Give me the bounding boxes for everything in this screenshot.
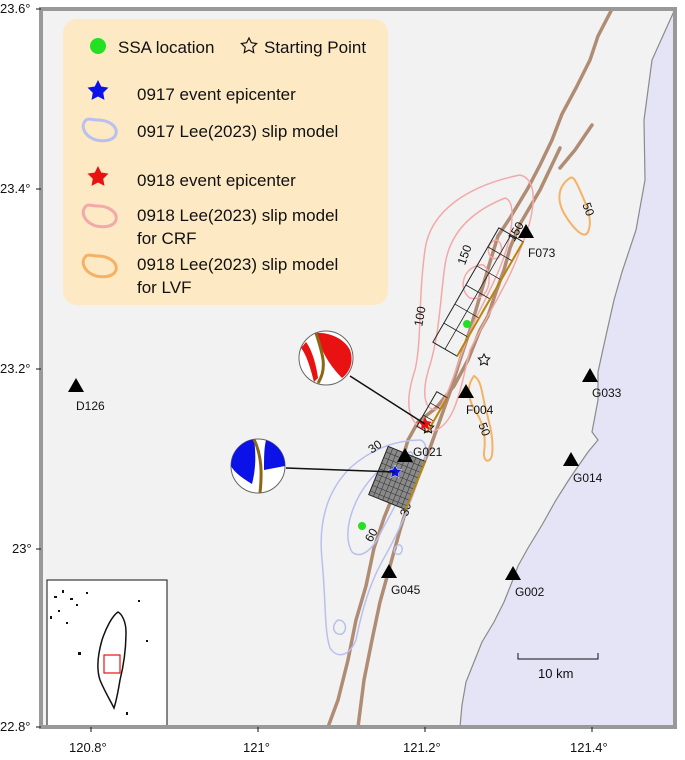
station-triangle-g033 [582, 368, 598, 382]
focal-mechanism-0917 [230, 438, 286, 494]
lon-label-121-2: 121.2° [403, 740, 441, 755]
lon-label-121: 121° [243, 740, 270, 755]
ssa-location-dot [463, 320, 471, 328]
legend-0918-lvf-slip-label-2: for LVF [137, 278, 191, 297]
legend-0918-crf-slip-label-1: 0918 Lee(2023) slip model [137, 206, 338, 225]
legend-0918-lvf-slip-label-1: 0918 Lee(2023) slip model [137, 255, 338, 274]
contour-labels: 150 150 100 50 50 30 30 60 [362, 201, 597, 545]
fault-plane-grid-0918 [432, 227, 524, 357]
contour-label-150b: 150 [455, 243, 475, 267]
slip-contours-0918-lvf [468, 176, 591, 462]
focal-connector-0917 [285, 467, 396, 473]
legend-0918-epicenter-label: 0918 event epicenter [137, 171, 296, 190]
inset-study-area-box [103, 654, 121, 674]
station-triangle-f073 [518, 224, 534, 238]
inset-taiwan-outline [97, 611, 127, 710]
starting-point-star [477, 352, 491, 366]
station-label-g021: G021 [413, 445, 443, 459]
legend-0917-slip-label: 0917 Lee(2023) slip model [137, 122, 338, 141]
sea-area [459, 8, 676, 728]
lat-label-23-4: 23.4° [0, 181, 31, 196]
legend-starting-point-icon [240, 36, 258, 54]
lon-label-120-8: 120.8° [69, 740, 107, 755]
map-frame [39, 7, 677, 729]
station-triangle-g021 [397, 448, 413, 462]
scale-bar: 10 km [517, 653, 599, 681]
station-triangle-d126 [68, 378, 84, 392]
legend-0917-epicenter-icon [87, 80, 109, 100]
legend-0918-crf-slip-label-2: for CRF [137, 229, 197, 248]
focal-mechanism-0918 [298, 330, 354, 386]
legend-0917-epicenter-label: 0917 event epicenter [137, 85, 296, 104]
legend-0918-crf-slip-icon [81, 203, 118, 229]
lat-label-23-2: 23.2° [0, 361, 31, 376]
legend-starting-point-label: Starting Point [264, 38, 366, 57]
station-triangle-g002 [505, 566, 521, 580]
axis-ticks [36, 8, 593, 732]
lon-label-121-4: 121.4° [570, 740, 608, 755]
station-label-g033: G033 [592, 386, 622, 400]
legend-0918-epicenter-icon [87, 166, 109, 186]
lat-label-23-6: 23.6° [0, 1, 31, 16]
station-label-f004: F004 [466, 403, 494, 417]
lat-label-23: 23° [12, 541, 32, 556]
station-label-d126: D126 [76, 399, 105, 413]
station-label-g002: G002 [515, 585, 545, 599]
scale-bar-label: 10 km [538, 666, 573, 681]
fault-plane-small-0918 [416, 390, 449, 434]
contour-label-60: 60 [362, 526, 381, 545]
station-triangle-f004 [458, 384, 474, 398]
focal-connector-0918 [349, 375, 426, 425]
station-label-g014: G014 [573, 471, 603, 485]
legend-0917-slip-icon [81, 117, 118, 143]
station-triangle-g045 [381, 564, 397, 578]
legend: SSA location Starting Point 0917 event e… [63, 19, 388, 305]
ssa-location-dot [358, 522, 366, 530]
legend-background [63, 19, 388, 305]
station-label-g045: G045 [391, 583, 421, 597]
legend-ssa-dot-icon [90, 38, 106, 54]
contour-label-50b: 50 [475, 421, 493, 439]
station-triangle-g014 [563, 452, 579, 466]
legend-ssa-label: SSA location [118, 38, 214, 57]
stations: D126 F073 F004 G033 G021 G014 G045 G002 [68, 224, 622, 599]
inset-map [46, 579, 168, 728]
contour-label-100: 100 [411, 305, 428, 327]
legend-0918-lvf-slip-icon [81, 253, 118, 279]
lat-label-22-8: 22.8° [0, 719, 31, 734]
station-label-f073: F073 [528, 246, 556, 260]
contour-label-50a: 50 [579, 201, 597, 219]
